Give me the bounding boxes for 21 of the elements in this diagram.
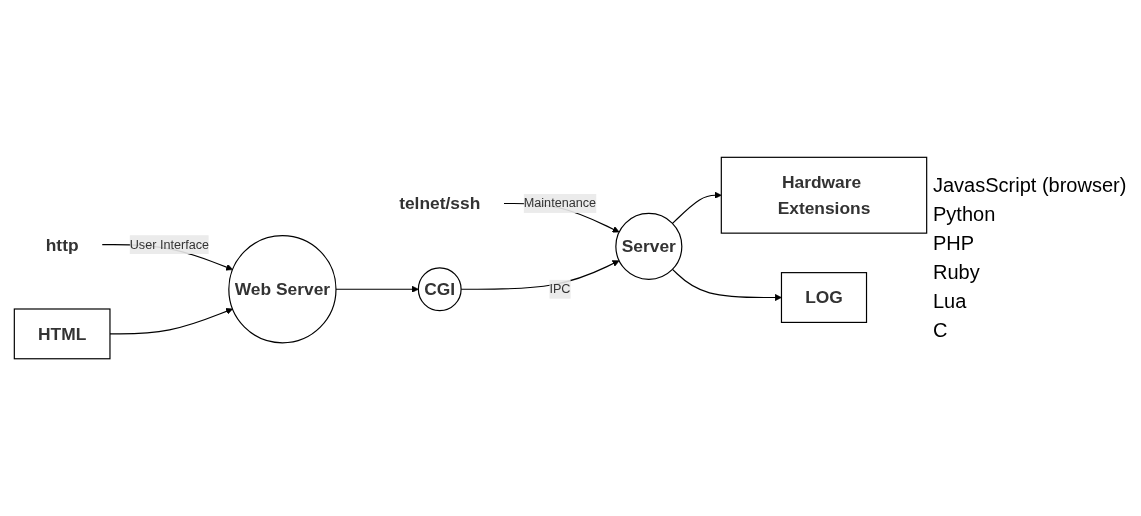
node-circle: Web Server [228, 235, 337, 344]
note-text: Ruby [933, 261, 981, 284]
arrow [671, 268, 782, 301]
arrow [335, 285, 419, 293]
node-box: HTML [13, 308, 111, 360]
note-text: JavasScript (browser) [933, 174, 1128, 197]
edge-label: Maintenance [523, 196, 597, 210]
note-text: PHP [933, 232, 976, 255]
edge-label: IPC [549, 282, 571, 296]
node-text: telnet/ssh [399, 193, 481, 214]
node-circle: Server [615, 212, 683, 280]
node-box: Hardware Extensions [720, 156, 928, 234]
note-text: Python [933, 203, 997, 226]
arrow [109, 307, 233, 335]
node-box: LOG [780, 272, 868, 323]
arrow [671, 191, 722, 224]
edge-label: User Interface [129, 237, 210, 251]
note-text: Lua [933, 290, 968, 313]
node-circle: CGI [417, 267, 462, 312]
node-text: http [45, 234, 79, 255]
note-text: C [933, 319, 949, 342]
